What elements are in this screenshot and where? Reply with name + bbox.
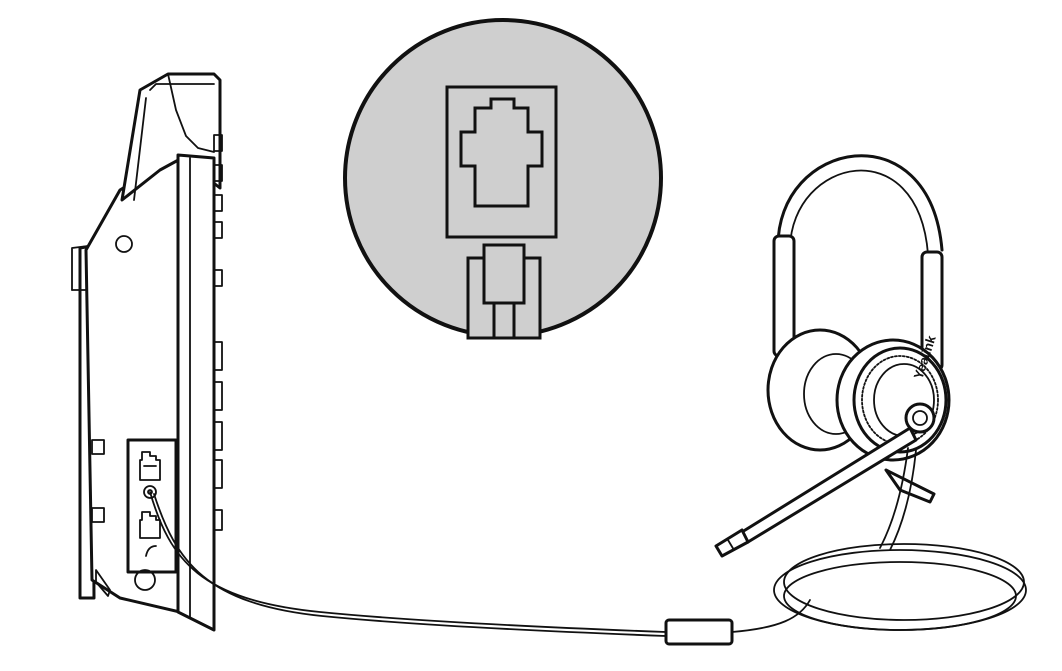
headset-cable-coil xyxy=(773,543,1027,631)
phone-foot xyxy=(134,569,156,591)
headset-left-slider xyxy=(772,234,796,358)
phone-keys xyxy=(213,134,223,531)
headset-headband xyxy=(776,154,944,252)
zoom-port-frame xyxy=(445,85,558,239)
phone-port-panel xyxy=(126,438,178,574)
connection-cable xyxy=(149,491,811,646)
rj9-jack-icon xyxy=(459,97,544,208)
zoom-callout xyxy=(343,18,663,340)
headset: Yealink xyxy=(714,154,1027,631)
headset-port-icon xyxy=(139,451,161,481)
mic-pivot xyxy=(904,402,936,434)
headset-jack-socket xyxy=(143,485,157,499)
ip-phone-side-view xyxy=(71,72,223,632)
mic-tip xyxy=(714,528,750,558)
handset-icon xyxy=(145,545,157,557)
rj9-plug-icon xyxy=(466,243,542,340)
phone-side-button xyxy=(115,235,133,253)
phone-front-face xyxy=(176,153,216,632)
cable-connector xyxy=(664,618,734,646)
